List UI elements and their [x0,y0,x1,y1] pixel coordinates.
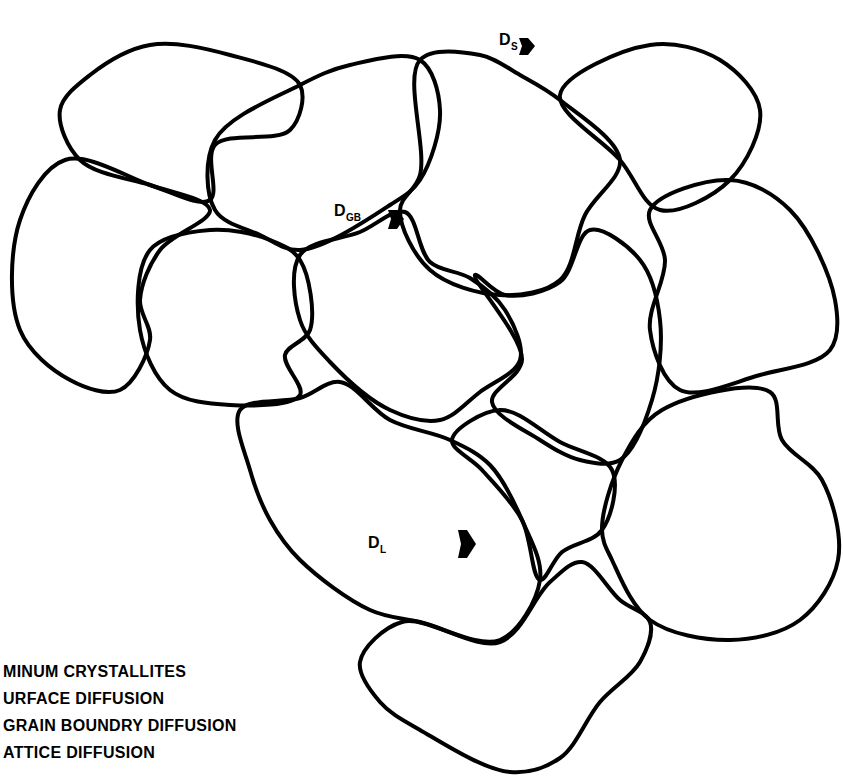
diffusion-symbol: D [499,32,511,48]
legend-text: GRAIN BOUNDRY DIFFUSION [3,718,237,734]
diffusion-arrow [519,38,535,55]
crystallite-grain [475,230,661,464]
crystallite-grain [602,388,839,640]
crystallite-grain [60,44,303,202]
crystallite-grain [452,410,615,580]
diffusion-arrow [388,210,404,229]
crystallite-grain [207,56,440,250]
crystallite-grain [649,180,838,393]
diffusion-subscript: GB [346,213,361,223]
legend-text: URFACE DIFFUSION [3,691,164,707]
crystallite-grain [237,382,540,642]
diffusion-subscript: S [511,42,518,52]
crystallite-grain [294,211,521,421]
diffusion-arrow [458,530,476,558]
crystallite-grain [12,159,210,392]
diffusion-symbol: D [334,203,346,219]
crystallite-grain [560,44,760,211]
diffusion-subscript: L [380,545,386,555]
legend-text: ATTICE DIFFUSION [3,745,155,761]
crystallite-grain [138,230,312,406]
crystallite-grain [400,51,620,295]
diffusion-symbol: D [368,535,380,551]
crystallite-grain [360,562,651,772]
legend-text: MINUM CRYSTALLITES [3,664,186,680]
